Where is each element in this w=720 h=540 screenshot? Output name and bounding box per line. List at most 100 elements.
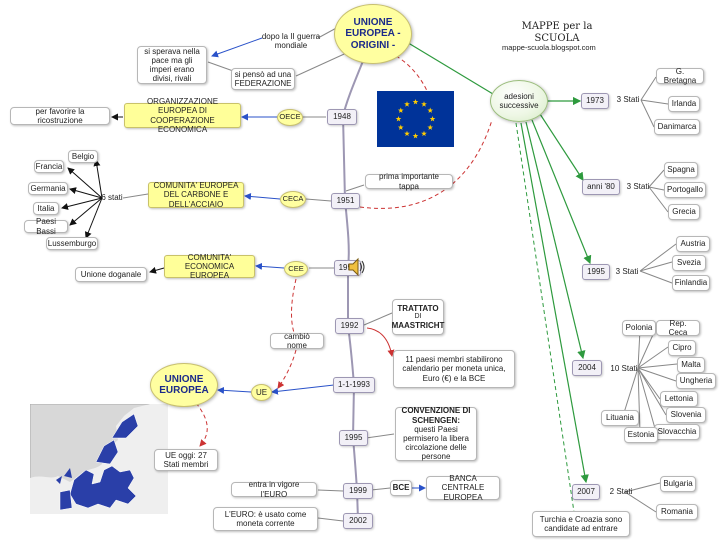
date-label: 1992 [340,321,359,331]
country-label: Grecia [672,207,696,217]
name-change-note: cambiò nome [270,331,324,350]
founder-belgio: Belgio [68,150,98,163]
flag-star [427,107,434,113]
count-label: 3 Stati [626,182,650,192]
euro-in-force-text: entra in vigore l'EURO [248,480,300,499]
year-label: 1973 [586,96,604,106]
oece-oval: OECE [277,109,303,126]
ceca-oval: CECA [280,191,306,208]
country-malta: Malta [677,357,705,373]
country-slovenia: Slovenia [666,407,706,423]
date-label: 1951 [336,196,355,206]
count-label: 10 Stati [610,364,638,374]
euro-in-force-note: entra in vigore l'EURO [231,480,317,499]
country-label: Malta [681,360,701,370]
first-step-note: prima importante tappa [365,172,453,191]
founder-francia: Francia [34,160,64,173]
six-states-label: 6 stati [100,192,124,204]
year-label: anni '80 [587,182,615,192]
flag-star [412,99,419,105]
flag-star [404,101,410,107]
country-label: Finlandia [674,278,708,288]
country-svezia: Svezia [672,255,706,271]
date-1992: 1992 [335,318,364,334]
flag-star [397,124,404,130]
country-label: Portogallo [666,185,704,195]
euro-used-text: L'EURO: è usato come moneta corrente [224,509,307,528]
country-danimarca: Danimarca [654,119,700,135]
brand-url[interactable]: mappe-scuola.blogspot.com [502,43,596,53]
ue-today-text: UE oggi: 27 Stati membri [163,450,209,469]
country-rep-ceca: Rep. Ceca [656,318,700,337]
map-title: UNIONE EUROPEA - ORIGINI - [334,4,412,64]
country-label: Slovacchia [657,427,697,437]
schengen-title: CONVENZIONE DI SCHENGEN: [401,406,471,425]
country-label: Rep. Ceca [668,318,688,337]
oece-full-text: ORGANIZZAZIONE EUROPEA DI COOPERAZIONE E… [146,97,219,134]
six-states-text: 6 stati [101,193,123,203]
country-ungheria: Ungheria [676,373,716,389]
after-war-note: dopo la II guerra mondiale [258,30,324,52]
candidates-note: Turchia e Croazia sono candidate ad entr… [532,511,630,537]
enlargement-year-1995: 1995 [582,264,610,280]
hope-text: si sperava nella pace ma gli imperi eran… [144,46,200,84]
customs-union-note: Unione doganale [75,267,147,282]
country-label: Ungheria [679,376,713,386]
after-war-text: dopo la II guerra mondiale [261,31,321,50]
date-2002: 2002 [343,513,373,529]
country-label: Romania [660,507,693,517]
country-label: Polonia [625,323,653,333]
count-label: 3 Stati [616,95,640,105]
country-finlandia: Finlandia [672,275,710,291]
country-label: Lituania [605,413,635,423]
date-1951: 1951 [331,193,360,209]
federation-note: si pensò ad una FEDERAZIONE [231,68,295,90]
year-label: 2004 [578,363,596,373]
brand-block: MAPPE per la SCUOLA mappe-scuola.blogspo… [502,21,612,53]
country-label: Estonia [627,430,655,440]
country-label: Austria [680,239,706,249]
date-label: 1995 [344,433,363,443]
count-label: 3 Stati [615,267,639,277]
country-g-bretagna: G. Bretagna [656,67,704,85]
speaker-icon[interactable] [346,256,368,278]
founder-paesi-bassi: Paesi Bassi [24,217,68,236]
country-cipro: Cipro [668,340,696,356]
country-lituania: Lituania [601,410,639,426]
date-label: 1957 [338,263,357,273]
name-change-text: cambiò nome [284,331,310,350]
first-step-text: prima importante tappa [378,172,440,191]
ue-today-note: UE oggi: 27 Stati membri [154,449,218,471]
year-label: 1995 [587,267,605,277]
reconstruction-note: per favorire la ricostruzione [10,107,110,125]
country-romania: Romania [656,504,698,520]
founder-label: Paesi Bassi [35,217,56,236]
founder-germania: Germania [28,182,68,195]
ue-big-oval: UNIONE EUROPEA [150,363,218,407]
euro-used-note: L'EURO: è usato come moneta corrente [213,507,318,531]
enlargement-year-80s: anni '80 [582,179,620,195]
maastricht-title: TRATTATO [397,303,439,313]
country-austria: Austria [676,236,710,252]
enlargement-year-2007: 2007 [572,484,600,500]
bce-text: BCE [392,483,410,493]
europe-map-image [30,404,168,514]
country-lettonia: Lettonia [660,391,698,407]
reconstruction-text: per favorire la ricostruzione [35,106,85,125]
country-grecia: Grecia [668,204,700,220]
adhesions-text: adesioni successive [499,91,539,110]
date-1995: 1995 [339,430,368,446]
ue-oval: UE [251,384,272,401]
flag-star [421,101,427,107]
oece-text: OECE [279,112,301,122]
bce-full-box: BANCA CENTRALE EUROPEA [426,474,500,502]
country-irlanda: Irlanda [668,96,700,112]
country-bulgaria: Bulgaria [660,476,696,492]
date-label: 1-1-1993 [337,380,371,390]
country-label: Lettonia [664,394,694,404]
customs-union-text: Unione doganale [80,269,142,279]
ue-big-text: UNIONE EUROPEA [159,373,209,397]
year-label: 2007 [577,487,595,497]
maastricht-di: DI [414,312,422,320]
